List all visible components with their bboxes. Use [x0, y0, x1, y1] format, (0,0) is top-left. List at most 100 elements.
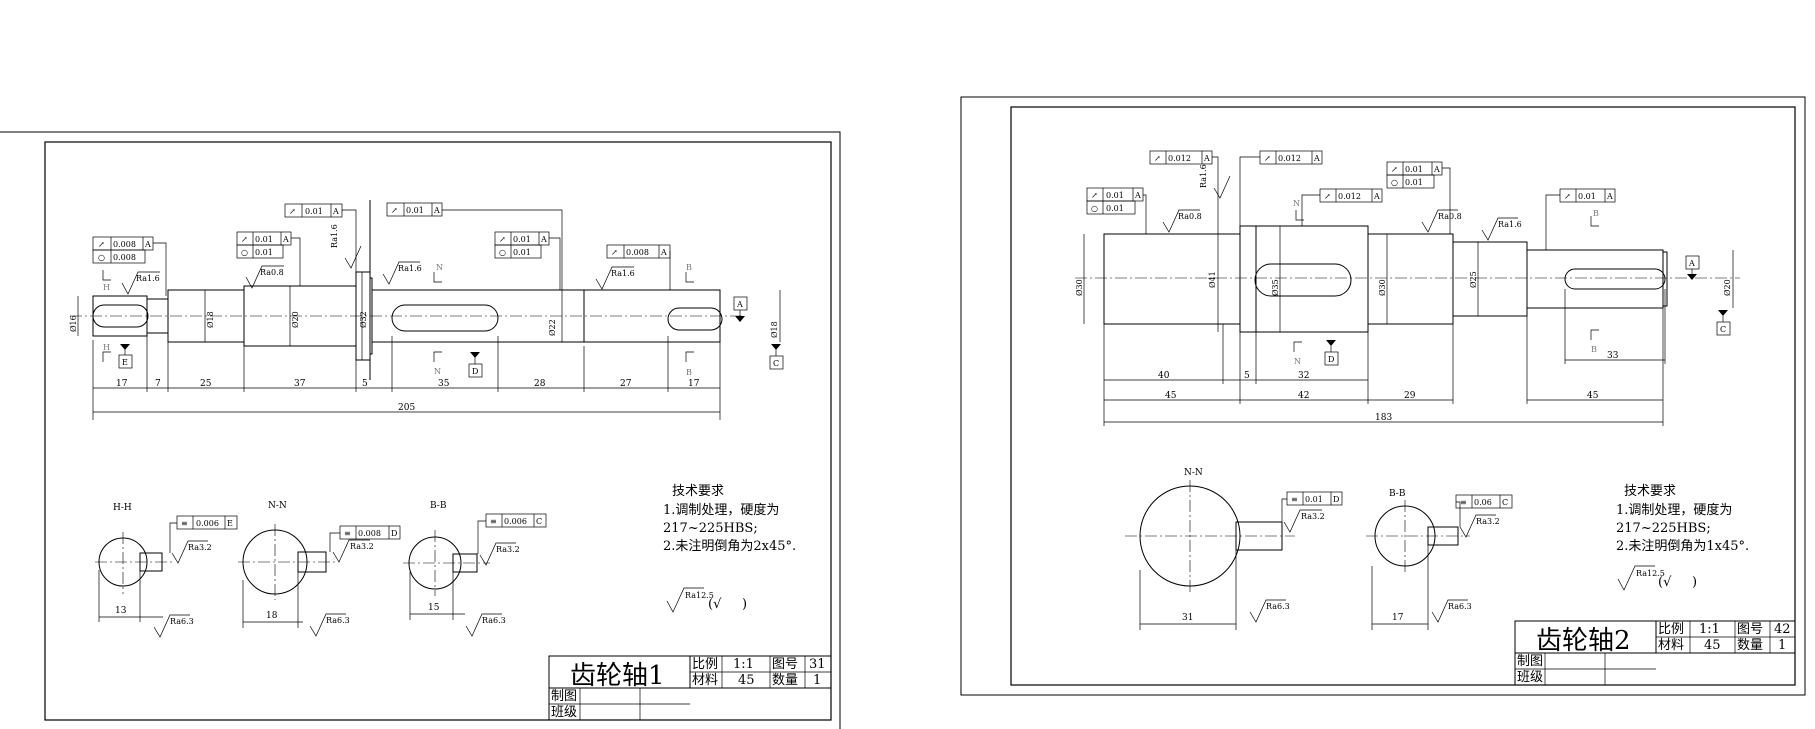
tb-label: 数量 [1737, 638, 1763, 653]
roughness-symbol: Ra3.2 [1283, 509, 1325, 533]
svg-text:≡: ≡ [181, 519, 188, 528]
svg-text:↗: ↗ [1564, 192, 1571, 201]
svg-text:Ra6.3: Ra6.3 [482, 616, 506, 625]
svg-text:Ra0.8: Ra0.8 [1438, 212, 1462, 221]
svg-text:↗: ↗ [289, 207, 296, 216]
datum-c: C [1716, 310, 1731, 336]
datum-d: D [1324, 340, 1339, 366]
roughness-symbol: Ra1.6 [1481, 217, 1522, 241]
svg-text:H: H [103, 283, 110, 292]
svg-text:0.06: 0.06 [1474, 498, 1492, 507]
svg-text:N: N [1293, 199, 1300, 208]
tolerance-frame: ↗ 0.01 A ○ 0.01 [1386, 161, 1443, 189]
keyway [667, 307, 723, 331]
svg-text:0.01: 0.01 [1405, 165, 1423, 174]
tolerance-frame: ↗ 0.012 A [1149, 150, 1213, 165]
svg-text:≡: ≡ [1460, 498, 1467, 507]
svg-text:↗: ↗ [98, 240, 105, 249]
tolerance-frame: ↗ 0.012 A [1259, 150, 1323, 165]
tolerance-frame: ≡ 0.008 D [339, 525, 401, 540]
datum-e: E [118, 344, 133, 369]
dim-length: 29 [1404, 391, 1416, 401]
svg-text:0.01: 0.01 [1106, 191, 1124, 200]
keyway [1254, 263, 1352, 297]
shaft-1-view: Ø16 Ø18 Ø20 Ø32 Ø22 Ø18 17 7 [69, 200, 784, 420]
svg-text:C: C [773, 359, 779, 368]
sheet-1-inner-frame [44, 141, 832, 721]
svg-text:Ra12.5: Ra12.5 [1636, 569, 1665, 578]
svg-text:0.01: 0.01 [513, 235, 531, 244]
roughness-symbol: Ra3.2 [332, 539, 374, 563]
svg-text:A: A [1203, 154, 1210, 163]
svg-text:○: ○ [98, 253, 105, 262]
tb-value: 1 [813, 673, 821, 688]
svg-text:N: N [434, 367, 441, 376]
dim-length: 32 [1298, 371, 1309, 381]
shaft-collar [1239, 225, 1257, 333]
sheet-1: Ø16 Ø18 Ø20 Ø32 Ø22 Ø18 17 7 [0, 131, 841, 729]
shaft-step [1103, 233, 1241, 325]
tech-req-heading: 技术要求 [1624, 484, 1676, 499]
dimension-chain: 17 7 25 37 5 35 28 27 17 205 [92, 336, 721, 420]
svg-text:0.008: 0.008 [626, 248, 649, 257]
keyway [391, 304, 499, 332]
section-mark: N N [1293, 199, 1304, 366]
shaft-2-view: Ø30 Ø41 Ø35 Ø30 Ø25 Ø20 [1075, 150, 1740, 426]
general-roughness-symbol: Ra12.5 (√ ) [666, 587, 747, 613]
svg-text:↗: ↗ [611, 248, 618, 257]
svg-text:≡: ≡ [344, 529, 351, 538]
svg-text:↗: ↗ [391, 206, 398, 215]
tb-label: 制图 [1517, 654, 1543, 669]
dim-length: 45 [1587, 391, 1599, 401]
tb-label: 数量 [772, 673, 798, 688]
svg-text:↗: ↗ [499, 235, 506, 244]
dim-length: 37 [294, 379, 306, 389]
svg-text:(√ ): (√ ) [708, 597, 747, 612]
svg-text:B: B [1593, 209, 1599, 218]
tb-label: 图号 [1737, 622, 1763, 637]
dim-diameter: Ø35 [1271, 279, 1280, 296]
dim-length: 5 [362, 379, 368, 389]
tolerance-frame: ↗ 0.01 A ○ 0.01 [236, 231, 292, 259]
tb-value: 45 [738, 673, 755, 688]
roughness-symbol: Ra1.6 [330, 224, 362, 269]
section-label: H-H [113, 503, 132, 513]
svg-text:0.01: 0.01 [1405, 178, 1423, 187]
roughness-symbol: Ra1.6 [1199, 164, 1231, 199]
tech-requirements: 技术要求 1.调制处理，硬度为 217~225HBS; 2.未注明倒角为1x45… [1616, 484, 1749, 591]
section-view-h: H-H ≡ 0.006 E Ra3.2 Ra6.3 [95, 503, 238, 638]
tb-label: 材料 [692, 673, 718, 688]
dim-length: 35 [438, 379, 450, 389]
tolerance-frame: ≡ 0.006 E [176, 515, 238, 530]
svg-text:(√ ): (√ ) [1658, 575, 1697, 590]
part-name: 齿轮轴2 [1536, 626, 1631, 656]
dim-diameter: Ø22 [548, 319, 557, 336]
svg-text:Ra1.6: Ra1.6 [330, 224, 339, 248]
tb-label: 班级 [551, 705, 577, 720]
tolerance-frame: ↗ 0.01 A [284, 203, 343, 218]
svg-text:D: D [1333, 495, 1339, 504]
svg-text:C: C [536, 517, 542, 526]
sheet-2-inner-frame [1010, 106, 1796, 686]
tolerance-frame: ↗ 0.012 A [1319, 188, 1383, 203]
section-view-b-2: B-B ≡ 0.06 C Ra3.2 Ra6.3 [1366, 489, 1513, 630]
svg-text:A: A [1433, 165, 1440, 174]
tb-value: 1 [1778, 638, 1786, 653]
tolerance-frame: ≡ 0.01 D [1286, 491, 1343, 506]
svg-text:0.006: 0.006 [196, 519, 219, 528]
svg-text:↗: ↗ [1091, 191, 1098, 200]
tech-req-line: 2.未注明倒角为2x45°. [663, 539, 796, 554]
roughness-symbol: Ra6.3 [309, 613, 350, 637]
svg-text:A: A [540, 235, 547, 244]
svg-text:○: ○ [241, 248, 248, 257]
tolerance-frame: ↗ 0.01 A ○ 0.01 [494, 231, 550, 259]
tb-label: 图号 [772, 657, 798, 672]
dim-length: 33 [1607, 351, 1619, 361]
roughness-symbol: Ra0.8 [1162, 209, 1202, 233]
section-mark: N N [433, 263, 443, 376]
dim-length: 13 [115, 606, 127, 616]
section-label: B-B [430, 501, 447, 511]
svg-text:0.01: 0.01 [255, 248, 273, 257]
section-view-n: N-N ≡ 0.008 D Ra3.2 Ra6.3 [238, 501, 401, 637]
